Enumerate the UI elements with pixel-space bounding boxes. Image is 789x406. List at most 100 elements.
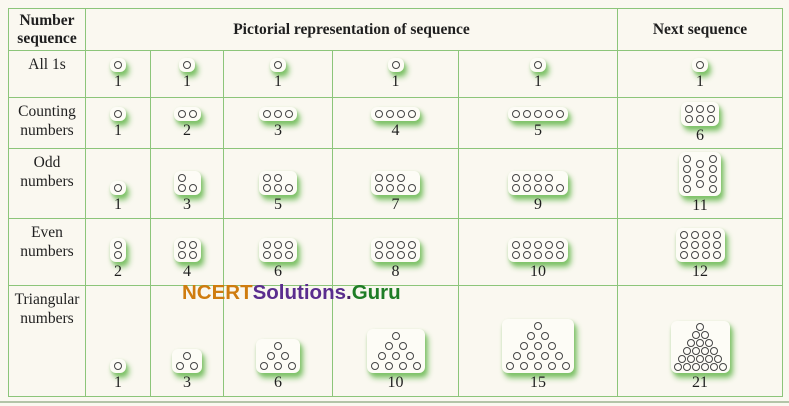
watermark-part: NCERT [182,281,253,304]
dot [405,352,414,361]
dot [274,174,282,183]
pictorial-cell-all-1s-1: 1 [151,51,224,98]
dot-row [183,60,191,69]
dot [545,251,553,260]
dot-row [114,184,122,193]
dot [386,184,394,193]
dot [176,362,184,371]
watermark-part: Solutions [252,281,346,304]
dot-row [274,342,282,351]
dot [696,170,704,179]
dot-group [371,106,420,121]
pictorial-cell-triangular-numbers-6: 6 [224,286,333,396]
dot [541,352,549,361]
dot [281,352,289,361]
dot-row [513,352,563,361]
count-label: 2 [114,263,122,281]
pictorial-cell-odd-numbers-5: 5 [224,149,333,219]
dot [274,60,282,69]
count-label: 5 [274,196,282,214]
dot [696,104,704,113]
dot-row [263,174,282,183]
dot [555,352,563,361]
dot [673,363,682,372]
dot-row [512,241,564,250]
count-label: 3 [274,121,282,139]
dot [267,352,275,361]
pictorial-cell-counting-numbers-2: 2 [151,98,224,149]
dot [412,362,421,371]
dot [114,241,122,250]
dot [690,251,699,260]
pictorial-cell-even-numbers-4: 4 [151,219,224,286]
dot [188,241,197,250]
pictorial-cell-even-numbers-8: 8 [333,219,459,286]
dot-row [114,109,122,118]
number-sequence-table: Number sequence Pictorial representation… [8,8,783,397]
dot [700,331,709,340]
dot [114,362,122,371]
dot-row [682,347,718,356]
dot [541,332,549,341]
dot [263,251,271,260]
dot-row [391,332,400,341]
count-label: 10 [530,263,546,281]
dot-row [114,60,122,69]
dot-group [110,106,126,121]
dot [177,241,186,250]
dot-row [512,174,553,183]
dot [260,362,268,371]
dot-row [114,241,122,250]
dot-row [274,60,282,69]
dot-row [679,251,721,260]
dot [506,362,514,371]
dot [534,342,542,351]
dot-row [176,362,198,371]
dot-row [263,184,293,193]
dot [679,251,688,260]
dot [190,362,198,371]
dot [691,347,700,356]
dot-row [512,184,564,193]
row-label-even-numbers: Even numbers [9,219,86,286]
dot [527,352,535,361]
dot [386,251,394,260]
dot-group [110,57,126,72]
dot [701,241,710,250]
dot-row [691,331,709,340]
dot-row [679,241,721,250]
count-label: 3 [183,196,191,214]
count-label: 1 [114,121,122,139]
dot [512,241,520,250]
dot [398,342,407,351]
dot-row [177,241,197,250]
dot [690,241,699,250]
dot-group [110,359,126,374]
dot [523,174,531,183]
dot-row [512,251,564,260]
watermark-part: . [346,281,352,304]
dot [701,251,710,260]
dot [177,174,186,183]
dot [188,184,197,193]
pictorial-cell-odd-numbers-7: 7 [333,149,459,219]
dot [512,184,520,193]
header-number-sequence: Number sequence [9,9,86,51]
dot [709,347,718,356]
dot-group [371,171,420,196]
dot-group [670,321,730,374]
dot [274,342,282,351]
dot [534,322,542,331]
dot [386,241,394,250]
dot [285,184,293,193]
dot [274,109,282,118]
count-label: 1 [696,72,704,90]
dot [696,114,704,123]
dot-row [685,114,715,123]
dot [177,109,186,118]
dot-group [502,319,574,374]
dot [696,323,704,332]
dot [391,332,400,341]
dot [556,184,564,193]
dot [114,109,122,118]
